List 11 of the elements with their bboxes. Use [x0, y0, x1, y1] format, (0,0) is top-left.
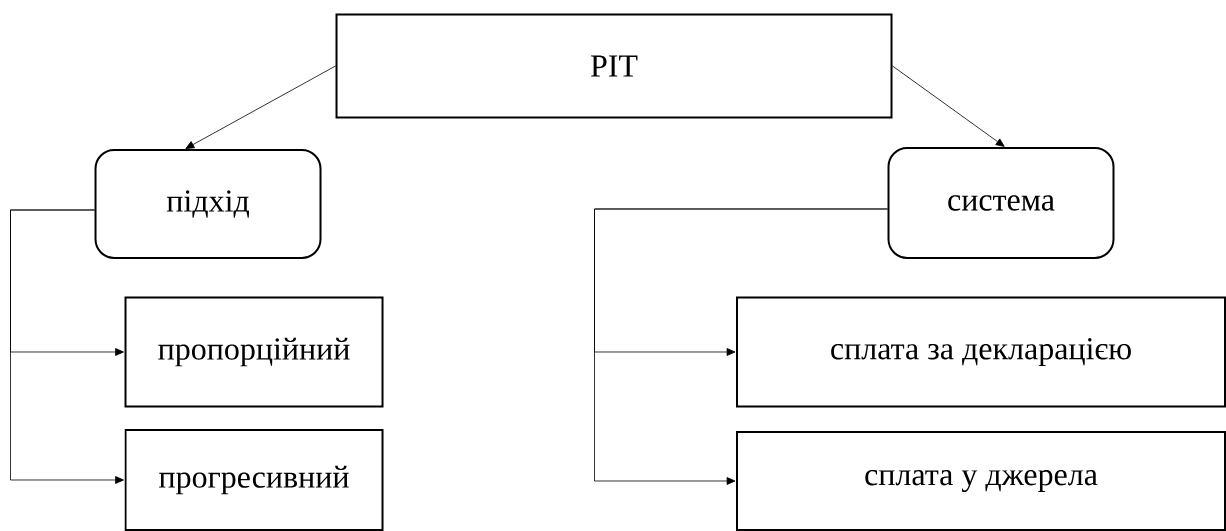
arrow [594, 208, 888, 485]
category-box: PIT [335, 13, 893, 119]
rounded-box: підхід [94, 149, 322, 259]
item-box: сплата за декларацією [736, 296, 1226, 408]
rounded-box: система [887, 147, 1115, 259]
arrow [892, 65, 1005, 147]
arrow [185, 65, 336, 149]
arrow [10, 209, 124, 484]
item-box: сплата у джерела [736, 431, 1226, 531]
item-box: пропорційний [124, 296, 384, 408]
item-box: прогресивний [124, 429, 384, 531]
